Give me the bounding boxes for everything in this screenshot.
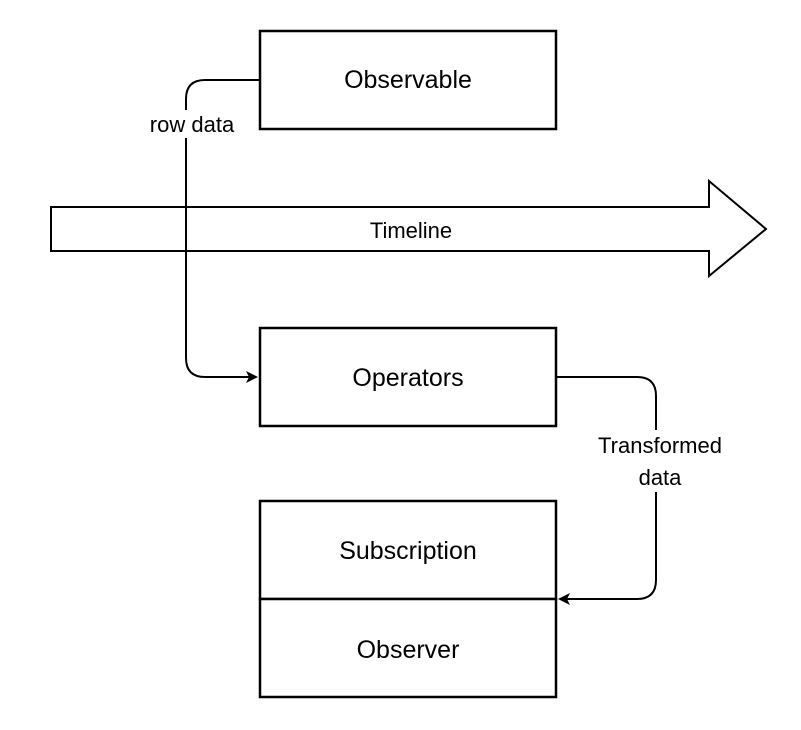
subscription-node [258,499,558,601]
edge-label-bg-transformed-data [582,430,740,492]
edge-label-row-data: row data [150,112,235,137]
edge-label-bg-row-data [138,110,246,138]
operators-label: Operators [352,364,463,392]
edge-label-data: data [639,465,683,490]
observable-node [258,29,558,131]
timeline-arrow [50,178,768,279]
edge-label-transformed: Transformed [598,433,722,458]
operators-node [258,326,558,428]
timeline-label: Timeline [370,218,452,243]
subscription-label: Subscription [339,537,477,565]
observable-label: Observable [344,66,472,94]
observer-node [258,597,558,699]
observer-label: Observer [357,636,460,664]
